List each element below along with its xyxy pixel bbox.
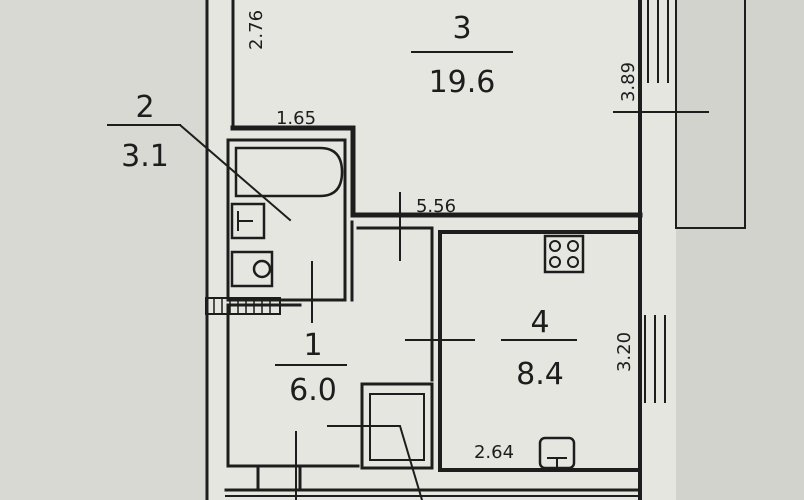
- dimension-kitchen-width: 2.64: [474, 442, 514, 463]
- closet-inner: [369, 393, 425, 461]
- toilet-bowl: [252, 259, 272, 279]
- sink-tap: [237, 211, 253, 231]
- dimension-corridor: 5.56: [416, 196, 456, 217]
- burner-4: [567, 256, 579, 268]
- kitchen-tap: [547, 457, 567, 467]
- room-3-number: 3: [452, 11, 471, 46]
- right-margin: [676, 0, 804, 500]
- bathroom-sink: [230, 202, 266, 240]
- balcony-outline: [675, 0, 746, 229]
- room-2-number: 2: [135, 90, 154, 125]
- bathroom-walls: [226, 138, 347, 302]
- walls: [107, 0, 746, 500]
- dimension-bath-width: 1.65: [276, 108, 316, 129]
- toilet: [230, 250, 274, 288]
- burner-2: [567, 240, 579, 252]
- dimension-right-window: 3.89: [618, 62, 639, 102]
- radiator-fins: [213, 297, 271, 315]
- stove: [543, 234, 585, 274]
- burner-1: [549, 240, 561, 252]
- living-room-window: [647, 0, 669, 83]
- closet: [360, 382, 434, 470]
- hall-walls: [226, 303, 360, 468]
- corridor-walls: [350, 220, 434, 382]
- burner-3: [549, 256, 561, 268]
- room-4-number: 4: [530, 305, 549, 340]
- dimension-top-left: 2.76: [246, 10, 267, 50]
- radiator: [205, 297, 281, 315]
- room-4-area: 8.4: [516, 357, 564, 392]
- closet-leader: [327, 425, 424, 500]
- kitchen-window: [644, 315, 666, 403]
- bathtub: [234, 146, 344, 198]
- dimension-kitchen-height: 3.20: [614, 332, 635, 372]
- kitchen-walls: [438, 230, 642, 472]
- room-2-area: 3.1: [121, 139, 169, 174]
- room-3-area: 19.6: [429, 65, 496, 100]
- living-room-bottom-wall: [230, 125, 643, 218]
- kitchen-sink: [538, 436, 576, 470]
- room-1-number: 1: [303, 328, 322, 363]
- room-1-area: 6.0: [289, 373, 337, 408]
